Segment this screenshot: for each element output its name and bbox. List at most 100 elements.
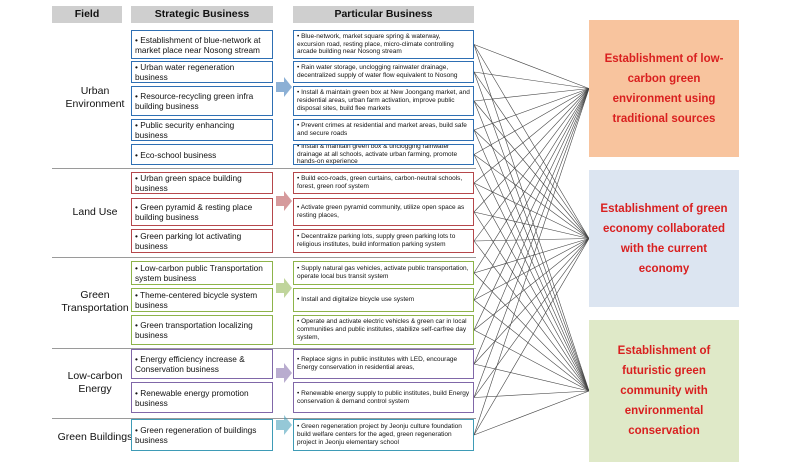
particular-business-box: • Build eco-roads, green curtains, carbo…	[293, 172, 474, 194]
strategic-business-box: • Green pyramid & resting place building…	[131, 198, 273, 226]
field-label-0: Urban Environment	[65, 84, 125, 110]
field-divider	[52, 348, 476, 349]
field-label-3: Low-carbon Energy	[67, 369, 123, 395]
particular-business-box: • Install and digitalize bicycle use sys…	[293, 288, 474, 312]
connector-line	[473, 154, 590, 392]
connector-line	[473, 88, 590, 436]
field-divider	[52, 418, 476, 419]
particular-business-text: • Build eco-roads, green curtains, carbo…	[297, 175, 465, 190]
strategic-business-text: • Green pyramid & resting place building…	[135, 202, 255, 222]
connector-line	[473, 238, 590, 436]
strategic-business-box: • Low-carbon public Transportation syste…	[131, 261, 273, 285]
connector-line	[473, 182, 590, 239]
field-header: Field	[52, 6, 122, 23]
connector-line	[473, 88, 590, 131]
particular-business-box: • Decentralize parking lots, supply gree…	[293, 229, 474, 253]
connector-line	[473, 44, 590, 89]
particular-business-text: • Supply natural gas vehicles, activate …	[297, 265, 471, 280]
particular-business-box: • Blue-network, market square spring & w…	[293, 30, 474, 59]
connector-line	[473, 390, 590, 436]
particular-business-box: • Rain water storage, unclogging rainwat…	[293, 61, 474, 83]
connector-line	[473, 363, 590, 392]
connector-line	[473, 88, 590, 213]
connector-line	[473, 88, 590, 274]
connector-line	[473, 88, 590, 102]
particular-business-text: • Prevent crimes at residential and mark…	[297, 122, 469, 137]
particular-business-text: • Replace signs in public institutes wit…	[297, 356, 459, 371]
particular-business-text: • Operate and activate electric vehicles…	[297, 318, 469, 341]
connector-line	[473, 71, 590, 89]
field-divider	[52, 168, 476, 169]
field-arrow-icon	[276, 278, 292, 298]
strategic-business-text: • Resource-recycling green infra buildin…	[135, 91, 256, 111]
field-label-2: Green Transportation	[61, 289, 129, 314]
connector-line	[473, 240, 590, 392]
connector-line	[473, 88, 590, 155]
field-divider	[52, 257, 476, 258]
connector-line	[473, 211, 590, 239]
strategic-business-text: • Eco-school business	[135, 149, 217, 160]
connector-line	[473, 238, 590, 365]
strategic-business-text: • Urban water regeneration business	[135, 62, 237, 82]
particular-business-box: • Renewable energy supply to public inst…	[293, 382, 474, 413]
strategic-business-text: • Public security enhancing business	[135, 120, 237, 140]
particular-business-text: • Install and digitalize bicycle use sys…	[297, 296, 415, 304]
connector-line	[473, 88, 590, 398]
strategic-business-text: • Establishment of blue-network at marke…	[135, 34, 263, 55]
particular-business-text: • Green regeneration project by Jeonju c…	[297, 423, 464, 446]
connector-line	[473, 238, 590, 301]
connector-line	[473, 88, 590, 301]
connector-line	[473, 71, 590, 392]
particular-business-text: • Blue-network, market square spring & w…	[297, 32, 456, 56]
goal-text: Establishment of futuristic green commun…	[617, 345, 711, 437]
particular-business-box: • Install & maintain green box & unclogg…	[293, 144, 474, 165]
connector-line	[473, 88, 590, 184]
connector-line	[473, 129, 590, 392]
connector-line	[473, 100, 590, 392]
field-arrow-icon	[276, 191, 292, 211]
strategic-business-box: • Theme-centered bicycle system business	[131, 288, 273, 312]
strategic-business-text: • Energy efficiency increase & Conservat…	[135, 354, 248, 374]
strategic-header: Strategic Business	[131, 6, 273, 23]
strategic-business-text: • Urban green space building business	[135, 173, 244, 193]
field-arrow-icon	[276, 415, 292, 435]
connector-line	[473, 329, 590, 392]
particular-header: Particular Business	[293, 6, 474, 23]
particular-business-box: • Green regeneration project by Jeonju c…	[293, 419, 474, 451]
connector-line	[473, 299, 590, 392]
particular-business-text: • Decentralize parking lots, supply gree…	[297, 233, 458, 248]
goal-text: Establishment of low-carbon green enviro…	[604, 52, 724, 125]
field-arrow-icon	[276, 363, 292, 383]
connector-line	[473, 154, 590, 239]
connector-line	[473, 129, 590, 239]
connector-line	[473, 390, 590, 398]
field-label-4: Green Buildings	[57, 430, 133, 443]
particular-business-text: • Activate green pyramid community, util…	[297, 204, 467, 219]
field-arrow-icon	[276, 77, 292, 97]
connector-line	[473, 88, 590, 242]
particular-business-box: • Supply natural gas vehicles, activate …	[293, 261, 474, 285]
particular-business-text: • Renewable energy supply to public inst…	[297, 389, 471, 405]
particular-business-box: • Operate and activate electric vehicles…	[293, 315, 474, 345]
goal-box-0: Establishment of low-carbon green enviro…	[589, 20, 739, 157]
strategic-business-box: • Renewable energy promotion business	[131, 382, 273, 413]
connector-line	[473, 88, 590, 365]
goal-text: Establishment of green economy collabora…	[600, 202, 728, 275]
particular-business-box: • Replace signs in public institutes wit…	[293, 349, 474, 379]
strategic-business-box: • Eco-school business	[131, 144, 273, 165]
particular-business-box: • Prevent crimes at residential and mark…	[293, 119, 474, 141]
connector-line	[473, 238, 590, 242]
strategic-business-text: • Green regeneration of buildings busine…	[135, 425, 259, 445]
strategic-business-box: • Urban green space building business	[131, 172, 273, 194]
connector-line	[473, 182, 590, 392]
particular-business-box: • Activate green pyramid community, util…	[293, 198, 474, 226]
connector-line	[473, 238, 590, 331]
particular-business-text: • Install & maintain green box at New Jo…	[297, 89, 472, 112]
strategic-business-box: • Resource-recycling green infra buildin…	[131, 86, 273, 116]
strategic-business-box: • Green parking lot activating business	[131, 229, 273, 253]
goal-box-1: Establishment of green economy collabora…	[589, 170, 739, 307]
strategic-business-box: • Green regeneration of buildings busine…	[131, 419, 273, 451]
goal-box-2: Establishment of futuristic green commun…	[589, 320, 739, 462]
strategic-business-box: • Public security enhancing business	[131, 119, 273, 141]
